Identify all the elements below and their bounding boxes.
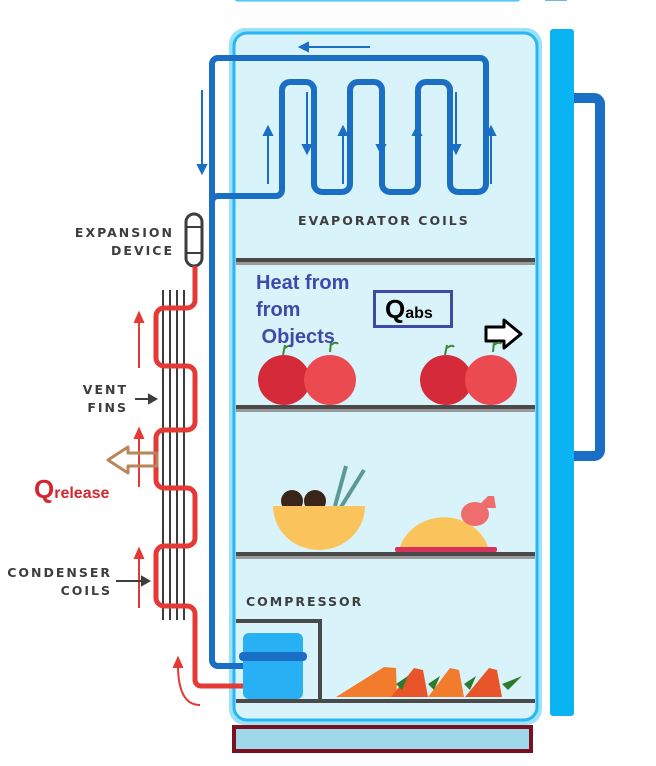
compressor-label: COMPRESSOR (246, 594, 364, 609)
expansion-label-line-2: DEVICE (111, 243, 174, 258)
vent-label-line-1: VENT (82, 382, 128, 397)
expansion-label-line-1: EXPANSION (74, 225, 174, 240)
vent-fins-label: VENT FINS (60, 381, 128, 417)
heat-line-1: Heat from (256, 272, 350, 294)
q-abs-symbol: Q (385, 294, 406, 324)
q-abs-subscript: abs (405, 305, 433, 322)
q-abs-arrow-icon (484, 318, 523, 350)
shelf-3 (236, 552, 535, 556)
suction-line-pipe (209, 195, 246, 669)
condenser-coil-pipe (153, 266, 246, 689)
shelf-2 (236, 405, 535, 409)
label-pointers (116, 393, 159, 587)
door-handle (574, 93, 605, 461)
carrots (336, 667, 522, 697)
compressor-body (243, 633, 303, 699)
shelf-2-shade (236, 409, 535, 412)
heat-line-2: from (256, 299, 301, 321)
evaporator-coils-label: EVAPORATOR COILS (298, 213, 470, 228)
fridge-door (550, 29, 574, 716)
apple-3 (420, 344, 472, 405)
shelf-1 (236, 258, 535, 262)
compressor-band (239, 652, 307, 661)
expansion-device (184, 212, 204, 268)
fridge-base (232, 725, 533, 753)
condenser-flow-arrows (133, 310, 201, 706)
compressor-unit (236, 619, 322, 699)
q-release-arrow-icon (106, 445, 159, 475)
top-edge-fragment-door (545, 0, 567, 1)
apple-2 (304, 341, 356, 405)
shelf-1-shade (236, 262, 535, 265)
shelf-3-shade (236, 556, 535, 559)
shelves (236, 258, 535, 703)
condenser-label-line-1: CONDENSER (7, 565, 112, 580)
vent-label-line-2: FINS (87, 400, 128, 415)
vent-fins (162, 290, 185, 620)
heat-line-3: Objects (256, 326, 335, 348)
q-release-subscript: release (54, 485, 110, 502)
condenser-coils-label: CONDENSER COILS (0, 564, 112, 600)
apple-1 (258, 344, 310, 405)
heat-from-objects-label: Heat from from Objects (256, 270, 349, 351)
q-abs-label: Qabs (373, 290, 453, 328)
evaporator-flow-arrows (196, 41, 497, 184)
q-release-label: Qrelease (34, 474, 109, 505)
top-edge-fragment (235, 0, 520, 2)
roast-chicken (395, 496, 497, 552)
apple-4 (465, 341, 517, 405)
shelf-4 (236, 699, 535, 703)
bowl-with-meatballs (273, 465, 366, 550)
q-release-symbol: Q (34, 474, 55, 504)
apples (258, 341, 517, 405)
condenser-label-line-2: COILS (60, 583, 112, 598)
expansion-device-label: EXPANSION DEVICE (70, 224, 174, 260)
